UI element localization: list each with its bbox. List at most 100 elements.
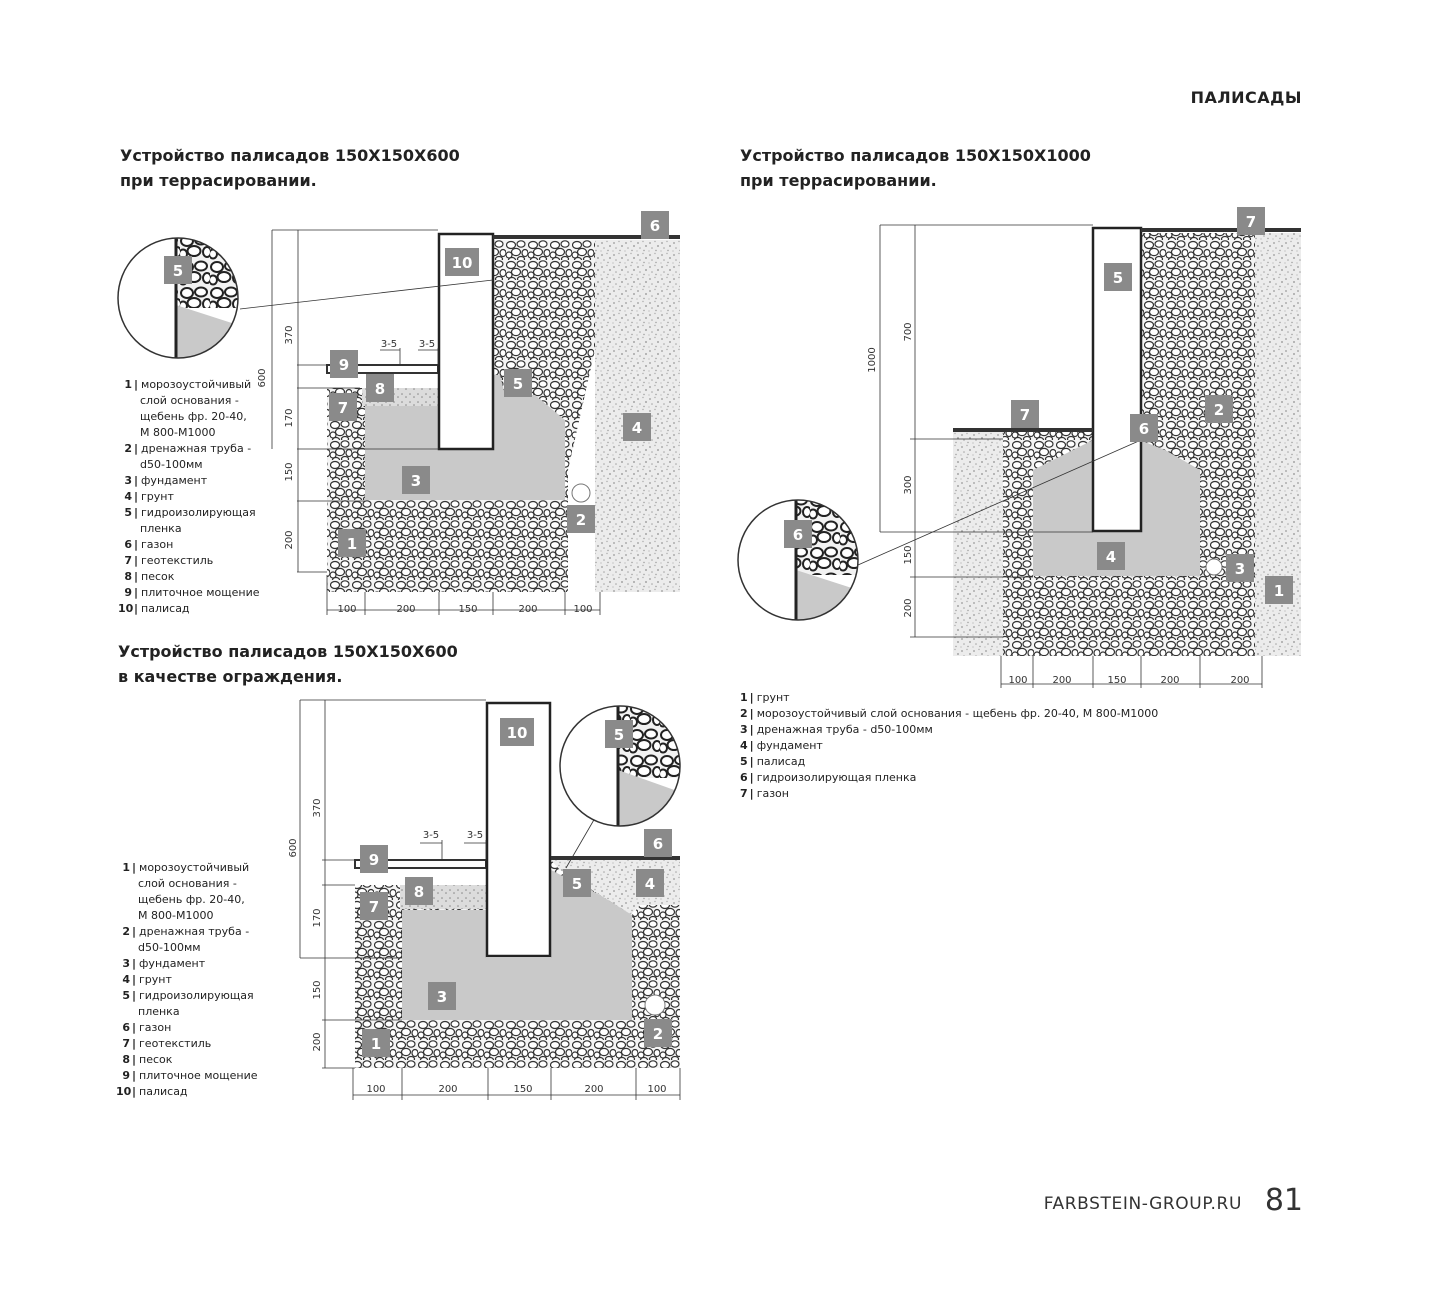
legend-number: 7 [122, 1037, 130, 1050]
fig2-legend-item: 2|морозоустойчивый слой основания - щебе… [740, 706, 1158, 722]
fig1-badge-5: 5 [513, 375, 523, 393]
legend-number: 9 [124, 586, 132, 599]
fig2-dim-lines [857, 224, 1263, 688]
legend-separator: | [132, 1037, 137, 1050]
legend-separator: | [132, 1085, 137, 1098]
legend-number: 4 [124, 490, 132, 503]
fig1-dim-200: 200 [284, 530, 295, 549]
legend-separator: | [134, 602, 139, 615]
fig1-title-line1: Устройство палисадов 150X150X600 [120, 146, 460, 165]
legend-separator: | [134, 506, 139, 519]
fig2-legend-item: 6|гидроизолирующая пленка [740, 770, 1158, 786]
fig1-drain-pipe [571, 483, 591, 503]
fig1-legend-item: 9|плиточное мощение [118, 585, 260, 601]
fig2-soil-left [953, 432, 1003, 656]
legend-text: слой основания - [138, 877, 237, 890]
fig1-badge-10: 10 [452, 254, 473, 272]
legend-number: 6 [124, 538, 132, 551]
legend-number: 8 [124, 570, 132, 583]
fig2-title: Устройство палисадов 150X150X1000 при те… [740, 143, 1091, 193]
fig3-dim-370: 370 [312, 798, 323, 817]
fig1-dim-lines [239, 229, 601, 615]
fig2-badges: 7 5 7 2 6 6 4 3 1 [784, 207, 1293, 604]
legend-text: d50-100мм [138, 941, 201, 954]
legend-text: d50-100мм [140, 458, 203, 471]
legend-number: 1 [122, 861, 130, 874]
fig2-badge-5: 5 [1113, 269, 1123, 287]
legend-text: дренажная труба - [141, 442, 252, 455]
fig1-gap2: 3-5 [419, 339, 435, 350]
legend-text: морозоустойчивый [139, 861, 250, 874]
legend-text: грунт [139, 973, 172, 986]
fig2-foundation [1033, 440, 1200, 576]
fig2-dimh-150: 150 [1107, 675, 1126, 686]
fig2-drain-pipe [1205, 558, 1223, 576]
fig3-badge-4: 4 [645, 875, 655, 893]
legend-text: палисад [139, 1085, 188, 1098]
legend-number: 9 [122, 1069, 130, 1082]
legend-text: геотекстиль [141, 554, 214, 567]
legend-separator: | [749, 739, 754, 752]
fig1-badge-9: 9 [339, 356, 349, 374]
legend-number: 6 [122, 1021, 130, 1034]
fig3-legend-item: 3|фундамент [116, 956, 258, 972]
fig2-detail-badge-6: 6 [793, 526, 803, 544]
legend-number: 1 [740, 691, 748, 704]
fig3-legend-item: 10|палисад [116, 1084, 258, 1100]
legend-separator: | [132, 925, 137, 938]
fig1-dimh-200a: 200 [396, 604, 415, 615]
legend-separator: | [749, 771, 754, 784]
fig2-legend-item: 7|газон [740, 786, 1158, 802]
fig3-legend-item: 4|грунт [116, 972, 258, 988]
fig3-badge-10: 10 [507, 724, 528, 742]
legend-separator: | [132, 1053, 137, 1066]
legend-number: 2 [740, 707, 748, 720]
fig1-badge-4: 4 [632, 419, 642, 437]
fig1-legend-item: 8|песок [118, 569, 260, 585]
legend-text: плиточное мощение [139, 1069, 258, 1082]
legend-separator: | [132, 861, 137, 874]
fig2-title-line2: при террасировании. [740, 171, 937, 190]
fig2-dimh-200c: 200 [1230, 675, 1249, 686]
legend-text: газон [756, 787, 789, 800]
legend-separator: | [134, 570, 139, 583]
legend-text: фундамент [141, 474, 208, 487]
legend-separator: | [134, 490, 139, 503]
fig3-dimh-100b: 100 [647, 1084, 666, 1095]
fig3-dim-200: 200 [312, 1032, 323, 1051]
fig3-dimh-200a: 200 [438, 1084, 457, 1095]
fig2-dimh-200a: 200 [1052, 675, 1071, 686]
fig2-dim-700: 700 [903, 322, 914, 341]
fig1-badge-8: 8 [375, 380, 385, 398]
legend-text: морозоустойчивый слой основания - щебень… [756, 707, 1159, 720]
legend-text: палисад [141, 602, 190, 615]
fig1-title: Устройство палисадов 150X150X600 при тер… [120, 143, 460, 193]
fig3-title-line2: в качестве ограждения. [118, 667, 343, 686]
legend-separator: | [132, 989, 137, 1002]
fig3-title: Устройство палисадов 150X150X600 в качес… [118, 639, 458, 689]
legend-number: 5 [122, 989, 130, 1002]
legend-number: 3 [740, 723, 748, 736]
legend-text: геотекстиль [139, 1037, 212, 1050]
fig3-badge-7: 7 [369, 898, 379, 916]
legend-text: слой основания - [140, 394, 239, 407]
fig1-badge-1: 1 [347, 535, 357, 553]
legend-separator: | [749, 691, 754, 704]
legend-number: 2 [124, 442, 132, 455]
legend-text: газон [141, 538, 174, 551]
legend-separator: | [749, 723, 754, 736]
legend-separator: | [132, 957, 137, 970]
fig3-legend-item: 8|песок [116, 1052, 258, 1068]
legend-separator: | [134, 442, 139, 455]
fig2-dim-1000: 1000 [867, 347, 878, 372]
fig3-badge-2: 2 [653, 1025, 663, 1043]
legend-text: плиточное мощение [141, 586, 260, 599]
legend-text: пленка [138, 1005, 180, 1018]
legend-text: пленка [140, 522, 182, 535]
fig1-badge-6: 6 [650, 217, 660, 235]
